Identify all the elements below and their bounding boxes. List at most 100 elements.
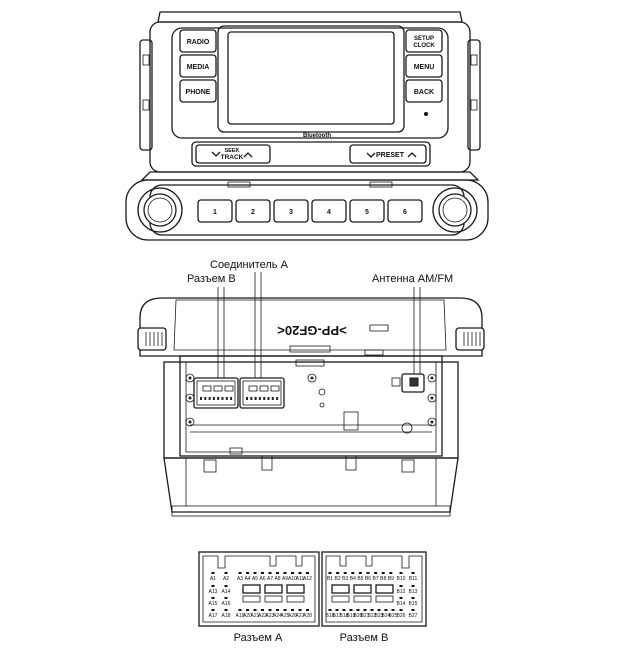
preset-button-3[interactable] (273, 199, 309, 223)
phone-button[interactable] (179, 79, 217, 103)
pin-label-A28: A28 (303, 613, 312, 619)
screw-icon (185, 417, 195, 427)
pin-label-B24: B24 (382, 613, 391, 619)
preset-button-label: 4 (327, 209, 331, 216)
pin-latch-lower (375, 595, 394, 603)
preset-button-4[interactable] (311, 199, 347, 223)
pin-dot (224, 572, 228, 574)
rear-pin (225, 397, 228, 400)
back-button[interactable] (405, 79, 443, 103)
pinout-b-frame (321, 551, 427, 627)
pin-latch (331, 584, 350, 594)
pin-dot (349, 609, 353, 611)
pin-label-A2: A2 (223, 576, 229, 582)
rear-pin (263, 397, 266, 400)
pin-dot (399, 572, 403, 574)
preset-button-5[interactable] (349, 199, 385, 223)
preset-button-2[interactable] (235, 199, 271, 223)
pin-label-A1: A1 (210, 576, 216, 582)
rear-pin (217, 397, 220, 400)
pin-label-B14: B14 (397, 601, 406, 607)
pin-latch-lower (242, 595, 261, 603)
rear-pin (221, 397, 224, 400)
pin-label-B10: B10 (397, 576, 406, 582)
left-bracket (137, 327, 167, 351)
pin-dot (283, 609, 287, 611)
screw-icon (427, 373, 437, 383)
pin-label-B21: B21 (361, 613, 370, 619)
preset-button-1[interactable] (197, 199, 233, 223)
screw-center (430, 420, 434, 424)
pin-label-B18: B18 (340, 613, 349, 619)
rear-pin-latch (270, 385, 280, 392)
pin-dot (298, 609, 302, 611)
screw-center (310, 376, 314, 380)
seek-down-icon (211, 151, 221, 157)
rear-pin (276, 397, 279, 400)
tune-knob[interactable] (438, 193, 472, 227)
volume-knob[interactable] (143, 193, 177, 227)
pin-latch (286, 584, 305, 594)
preset-label: PRESET (376, 152, 405, 159)
pin-dot (391, 609, 395, 611)
pinout-b-caption: Разъем B (340, 632, 389, 644)
pin-dot (356, 609, 360, 611)
left-button-column: RADIO MEDIA PHONE (179, 29, 217, 103)
pin-label-B2: B2 (335, 576, 341, 582)
pin-label-B23: B23 (375, 613, 384, 619)
screw-icon (307, 373, 317, 383)
pin-latch-lower (264, 595, 283, 603)
pin-dot (306, 609, 309, 611)
screw-center (430, 376, 434, 380)
pin-dot (358, 572, 362, 574)
setup-label: SETUP (414, 36, 434, 42)
pin-dot (399, 609, 403, 611)
pin-label-B1: B1 (327, 576, 333, 582)
pin-label-B8: B8 (380, 576, 386, 582)
menu-button[interactable] (405, 54, 443, 78)
pin-label-A9: A9 (282, 576, 288, 582)
pin-dot (211, 585, 215, 587)
rear-pin (204, 397, 207, 400)
back-button-label: BACK (414, 89, 434, 96)
screw-icon (427, 393, 437, 403)
screw-center (188, 396, 192, 400)
pin-latch (264, 584, 283, 594)
callout-antenna: Антенна AM/FM (372, 273, 453, 285)
right-bracket (455, 327, 485, 351)
pin-label-A11: A11 (296, 576, 305, 582)
pin-dot (389, 572, 393, 574)
pin-dot (374, 572, 378, 574)
radio-button-label: RADIO (187, 39, 210, 46)
pin-label-A27: A27 (296, 613, 305, 619)
preset-button-label: 6 (403, 209, 407, 216)
pin-label-A5: A5 (252, 576, 258, 582)
pin-latch-lower (286, 595, 305, 603)
rear-pin-latch (202, 385, 212, 392)
radio-button[interactable] (179, 29, 217, 53)
pin-label-B13: B13 (409, 589, 418, 595)
pin-label-A21: A21 (251, 613, 260, 619)
seek-track-rocker[interactable] (195, 144, 271, 164)
pinout-a-caption: Разъем A (234, 632, 283, 644)
screw-icon (185, 393, 195, 403)
preset-down-icon (366, 152, 376, 158)
preset-button-6[interactable] (387, 199, 423, 223)
screw-center (188, 376, 192, 380)
pin-dot (399, 597, 403, 599)
pinout-a-frame (198, 551, 320, 627)
pin-dot (246, 609, 249, 611)
pin-dot (411, 609, 415, 611)
preset-rocker[interactable] (349, 144, 427, 164)
media-button[interactable] (179, 54, 217, 78)
pin-dot (224, 609, 228, 611)
connector-b-socket (193, 377, 239, 409)
pin-dot (298, 572, 302, 574)
preset-button-label: 3 (289, 209, 293, 216)
pin-label-A14: A14 (222, 589, 231, 595)
screw-center (430, 396, 434, 400)
setup-clock-button[interactable] (405, 29, 443, 53)
preset-button-label: 2 (251, 209, 255, 216)
